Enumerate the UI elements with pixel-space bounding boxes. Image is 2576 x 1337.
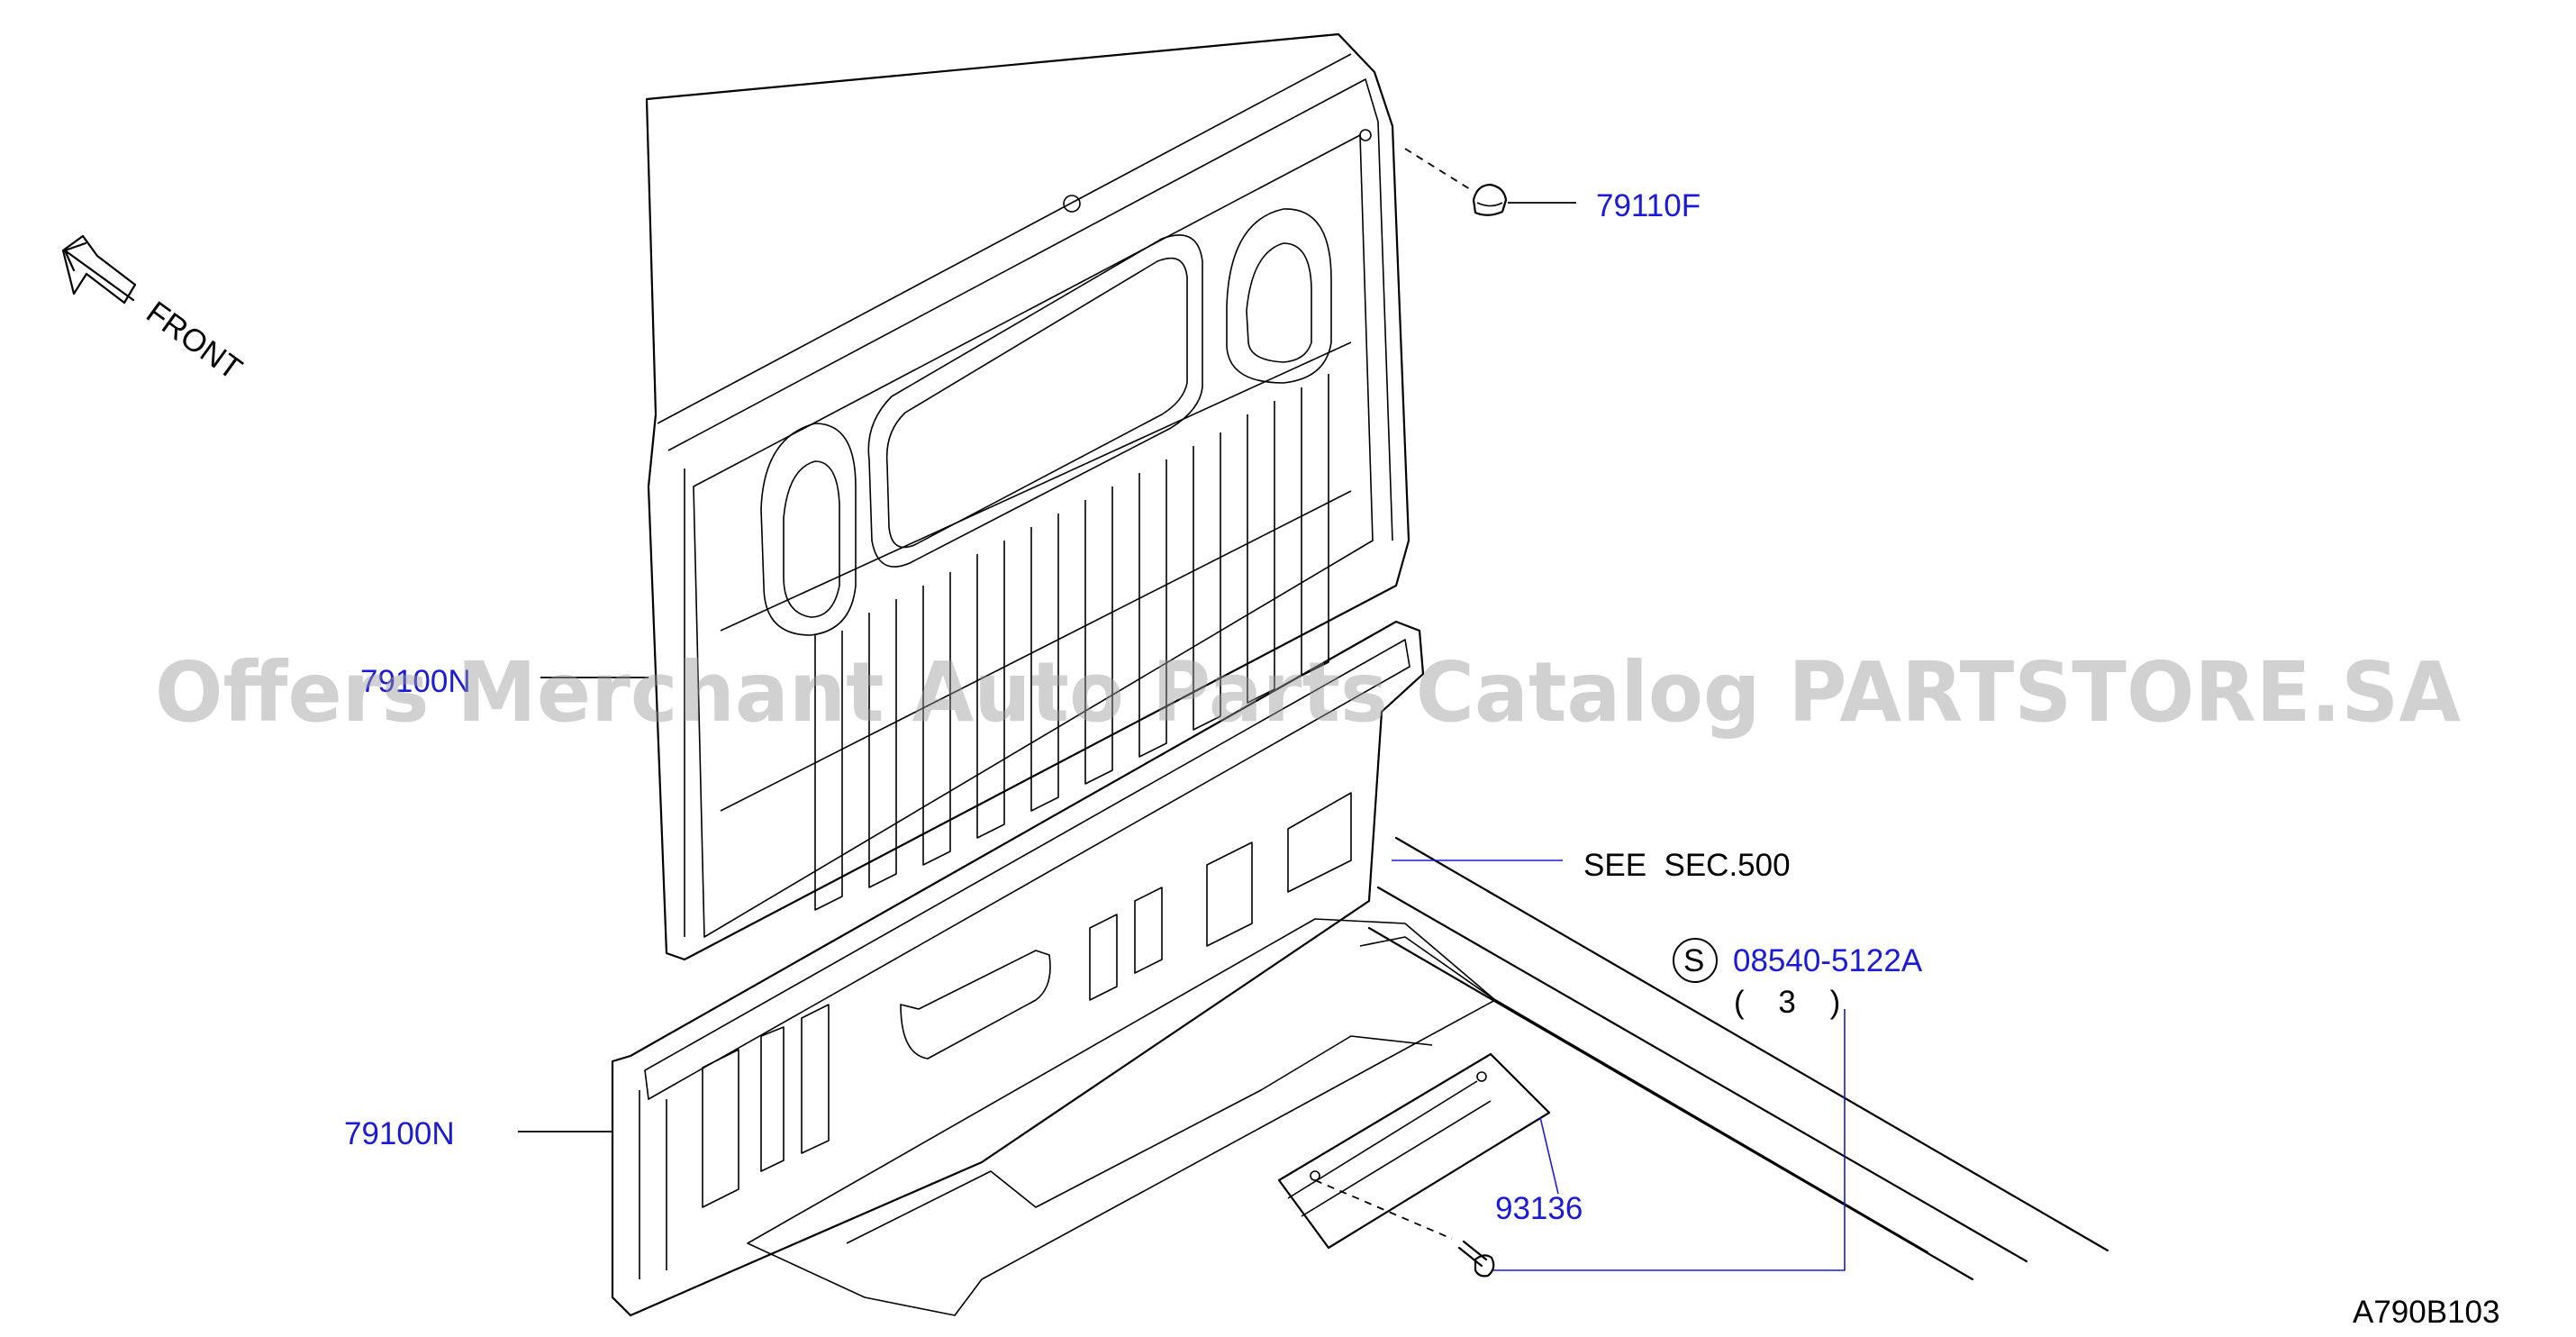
part-number-79100n-upper[interactable]: 79100N: [360, 664, 471, 699]
quantity-label: ( 3 ): [1734, 985, 1853, 1020]
rear-panel-lower: [611, 620, 1496, 1317]
part-number-79100n-lower[interactable]: 79100N: [344, 1116, 455, 1151]
part-number-08540-5122a[interactable]: 08540-5122A: [1733, 943, 1923, 978]
watermark: Offers Merchant Auto Parts Catalog PARTS…: [155, 644, 2461, 741]
screw-symbol-circle: [1673, 938, 1718, 983]
clip-79110f-icon: [1472, 183, 1508, 216]
front-label: FRONT: [140, 295, 248, 387]
screw-icon: [1457, 1240, 1495, 1278]
bed-rails: [1367, 836, 2109, 1281]
part-number-93136[interactable]: 93136: [1495, 1191, 1583, 1226]
part-number-79110f[interactable]: 79110F: [1596, 188, 1701, 223]
figure-code: A790B103: [2353, 1295, 2499, 1330]
rear-panel-upper: [645, 32, 1410, 961]
front-arrow-icon: [61, 234, 137, 305]
screw-symbol-label: S: [1683, 943, 1704, 978]
see-section-label: SEE SEC.500: [1583, 848, 1791, 883]
bracket-93136: [1277, 1052, 1551, 1250]
